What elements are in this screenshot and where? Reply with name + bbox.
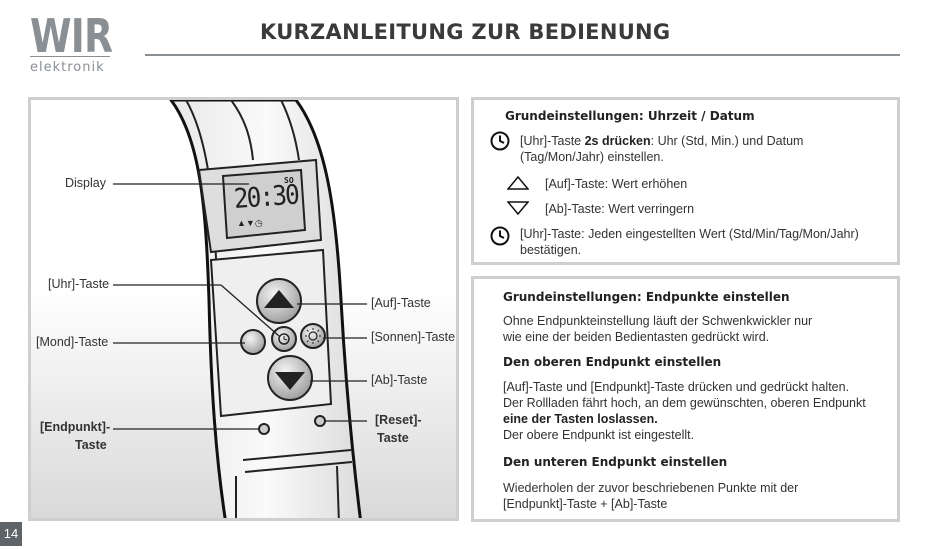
logo-subtitle: elektronik (30, 60, 105, 75)
oberer-line-2: Der Rollladen fährt hoch, an dem gewünsc… (503, 396, 866, 410)
oberer-line-4: Der obere Endpunkt ist eingestellt. (503, 428, 695, 442)
instruction-uhr-2s: [Uhr]-Taste 2s drücken: Uhr (Std, Min.) … (520, 134, 804, 148)
subheading-oberer-endpunkt: Den oberen Endpunkt einstellen (503, 355, 722, 369)
label-reset-taste-2: Taste (377, 431, 409, 445)
logo-underline (30, 56, 110, 57)
device-diagram-panel: SO 20:30 ▲▼◷ Display [Uhr]-Taste [Mond]-… (28, 97, 459, 521)
subheading-unterer-endpunkt: Den unteren Endpunkt einstellen (503, 455, 728, 469)
clock-icon (278, 333, 290, 345)
clock-icon (490, 226, 510, 246)
instruction-ab: [Ab]-Taste: Wert verringern (545, 202, 695, 216)
label-reset-taste-1: [Reset]- (375, 413, 422, 427)
page-number: 14 (0, 522, 22, 546)
label-display: Display (65, 176, 106, 190)
logo-wordmark: WIR (30, 9, 113, 63)
page-title: KURZANLEITUNG ZUR BEDIENUNG (260, 20, 671, 44)
label-endpunkt-taste-2: Taste (75, 438, 107, 452)
label-auf-taste: [Auf]-Taste (371, 296, 431, 310)
section-endpunkte: Grundeinstellungen: Endpunkte einstellen… (471, 276, 900, 522)
device-illustration (113, 100, 367, 518)
instruction-uhr-confirm-line2: bestätigen. (520, 243, 582, 257)
label-ab-taste: [Ab]-Taste (371, 373, 428, 387)
section-uhrzeit-datum: Grundeinstellungen: Uhrzeit / Datum [Uhr… (471, 97, 900, 265)
triangle-up-icon (507, 176, 529, 190)
intro-line-1: Ohne Endpunkteinstellung läuft der Schwe… (503, 314, 813, 328)
brand-logo: WIR elektronik (30, 9, 130, 75)
section-heading: Grundeinstellungen: Uhrzeit / Datum (505, 109, 755, 123)
display-time: 20:30 (232, 179, 300, 215)
unterer-line-2: [Endpunkt]-Taste + [Ab]-Taste (503, 497, 668, 511)
label-sonnen-taste: [Sonnen]-Taste (371, 330, 456, 344)
unterer-line-1: Wiederholen der zuvor beschriebenen Punk… (503, 481, 799, 495)
label-endpunkt-taste-1: [Endpunkt]- (40, 420, 111, 434)
sun-icon (308, 331, 318, 341)
instruction-uhr-confirm: [Uhr]-Taste: Jeden eingestellten Wert (S… (520, 227, 859, 241)
label-uhr-taste: [Uhr]-Taste (48, 277, 110, 291)
instruction-auf: [Auf]-Taste: Wert erhöhen (545, 177, 688, 191)
instruction-uhr-2s-line2: (Tag/Mon/Jahr) einstellen. (520, 150, 664, 164)
label-mond-taste: [Mond]-Taste (36, 335, 109, 349)
oberer-line-1: [Auf]-Taste und [Endpunkt]-Taste drücken… (503, 380, 850, 394)
display-day: SO (284, 176, 294, 185)
clock-icon (490, 131, 510, 151)
triangle-down-icon (507, 201, 529, 215)
oberer-line-3: eine der Tasten loslassen. (503, 412, 658, 426)
display-status-icons: ▲▼◷ (237, 218, 263, 228)
intro-line-2: wie eine der beiden Bedientasten gedrück… (503, 330, 770, 344)
section-heading: Grundeinstellungen: Endpunkte einstellen (503, 290, 790, 304)
header-rule (145, 54, 900, 56)
